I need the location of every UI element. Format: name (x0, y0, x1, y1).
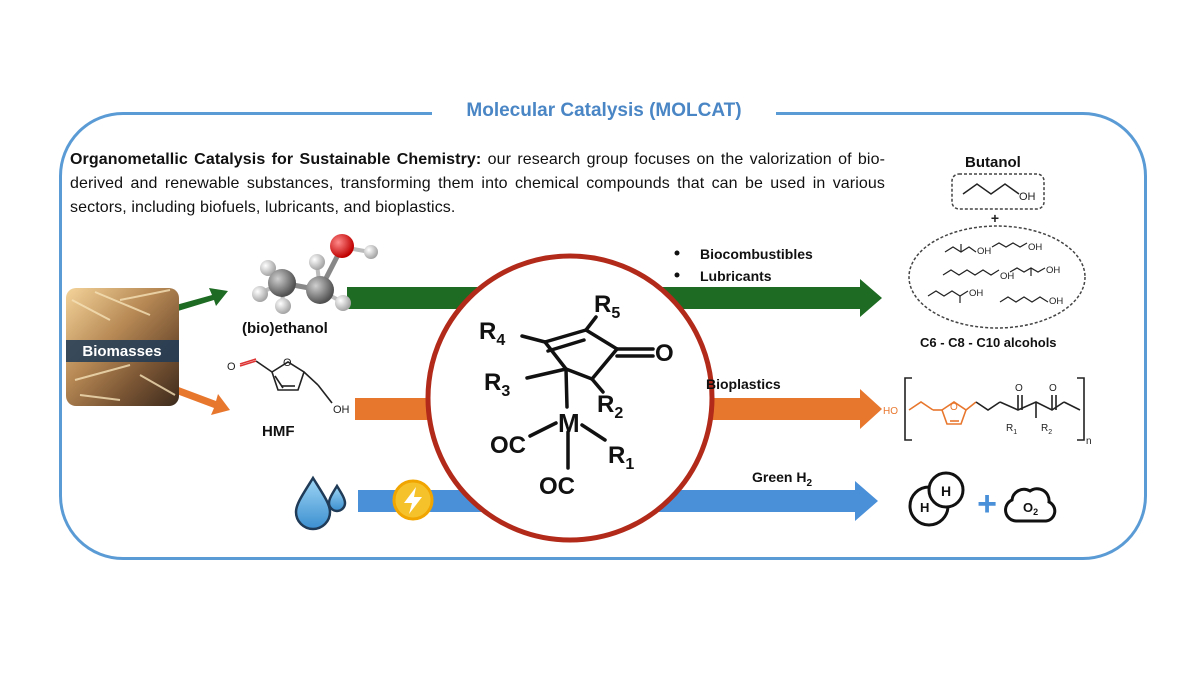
plus-sign-large: + (977, 485, 997, 523)
polyester-structure-icon (904, 377, 1085, 441)
intro-text: Organometallic Catalysis for Sustainable… (70, 148, 885, 220)
h-atom-1: H (941, 483, 951, 499)
alcohol-structures-icon (927, 242, 1049, 303)
svg-text:R2: R2 (1041, 423, 1052, 436)
hmf-aldehyde-oxygen: O (227, 361, 236, 373)
alcohols-ellipse (908, 225, 1086, 329)
hmf-structure-icon (239, 358, 333, 404)
orange-small-arrow (174, 386, 230, 415)
hydrogen-molecule-icon (908, 471, 965, 527)
ethanol-label: (bio)ethanol (242, 320, 328, 337)
butanol-label: Butanol (965, 154, 1021, 171)
biomass-image (66, 288, 179, 406)
intro-heading: Organometallic Catalysis for Sustainable… (70, 151, 482, 168)
svg-text:OH: OH (1046, 265, 1060, 276)
ligand-oc-bottom: OC (539, 473, 575, 500)
butanol-box (951, 173, 1045, 210)
svg-text:OH: OH (1028, 242, 1042, 253)
hmf-ring-oxygen: O (283, 357, 292, 369)
h-atom-2: H (920, 500, 929, 515)
alcohol-oh-labels: OH OH OH OH OH OH (969, 242, 1063, 307)
water-drop-icon (294, 475, 347, 531)
biomass-label: Biomasses (82, 343, 161, 360)
carbonyl-oxygen: O (655, 340, 674, 367)
svg-text:O: O (1049, 383, 1057, 394)
product-lubricants: Lubricants (700, 268, 772, 284)
green-small-arrow (176, 288, 228, 311)
alcohols-label: C6 - C8 - C10 alcohols (920, 335, 1057, 350)
product-green-h2: Green H2 (752, 469, 813, 489)
oxygen-cloud-icon (1004, 487, 1057, 523)
svg-text:O: O (950, 402, 958, 413)
svg-text:OH: OH (1049, 296, 1063, 307)
ethanol-molecule-icon (252, 234, 378, 314)
catalyst-circle (425, 253, 715, 543)
catalyst-structure (520, 315, 655, 470)
svg-text:n: n (1086, 436, 1092, 447)
svg-text:HO: HO (883, 406, 898, 417)
bullet-2 (674, 272, 680, 278)
electricity-icon (392, 479, 434, 521)
butanol-structure-icon (962, 183, 1020, 195)
metal-symbol: M (558, 408, 580, 438)
ligand-oc-left: OC (490, 432, 526, 459)
svg-text:R1: R1 (1006, 423, 1017, 436)
svg-text:OH: OH (977, 246, 991, 257)
page-title: Molecular Catalysis (MOLCAT) (432, 97, 776, 125)
intro-body: our research group focuses on the valori… (70, 151, 885, 216)
svg-text:OH: OH (969, 288, 983, 299)
svg-text:OH: OH (1000, 271, 1014, 282)
bullet-1 (674, 250, 680, 256)
product-biocombustibles: Biocombustibles (700, 246, 813, 262)
hmf-label: HMF (262, 423, 295, 440)
butanol-oh: OH (1019, 191, 1036, 203)
plus-sign-small: + (991, 210, 999, 226)
svg-text:O: O (1015, 383, 1023, 394)
product-bioplastics: Bioplastics (706, 376, 781, 392)
hmf-hydroxyl: OH (333, 404, 350, 416)
polyester-atom-labels: HO O O O R1 R2 n (883, 383, 1092, 447)
